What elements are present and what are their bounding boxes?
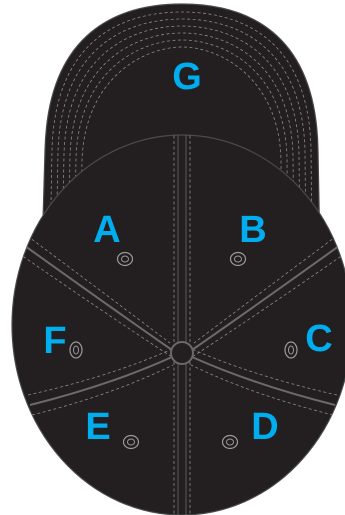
panel-label-g: G <box>172 56 202 98</box>
panel-label-a: A <box>93 209 120 251</box>
panel-label-f: F <box>43 320 66 362</box>
panel-label-c: C <box>305 318 332 360</box>
panel-label-b: B <box>239 209 266 251</box>
panel-label-e: E <box>85 406 110 448</box>
crown-button-icon <box>171 342 193 364</box>
panel-label-d: D <box>251 406 278 448</box>
